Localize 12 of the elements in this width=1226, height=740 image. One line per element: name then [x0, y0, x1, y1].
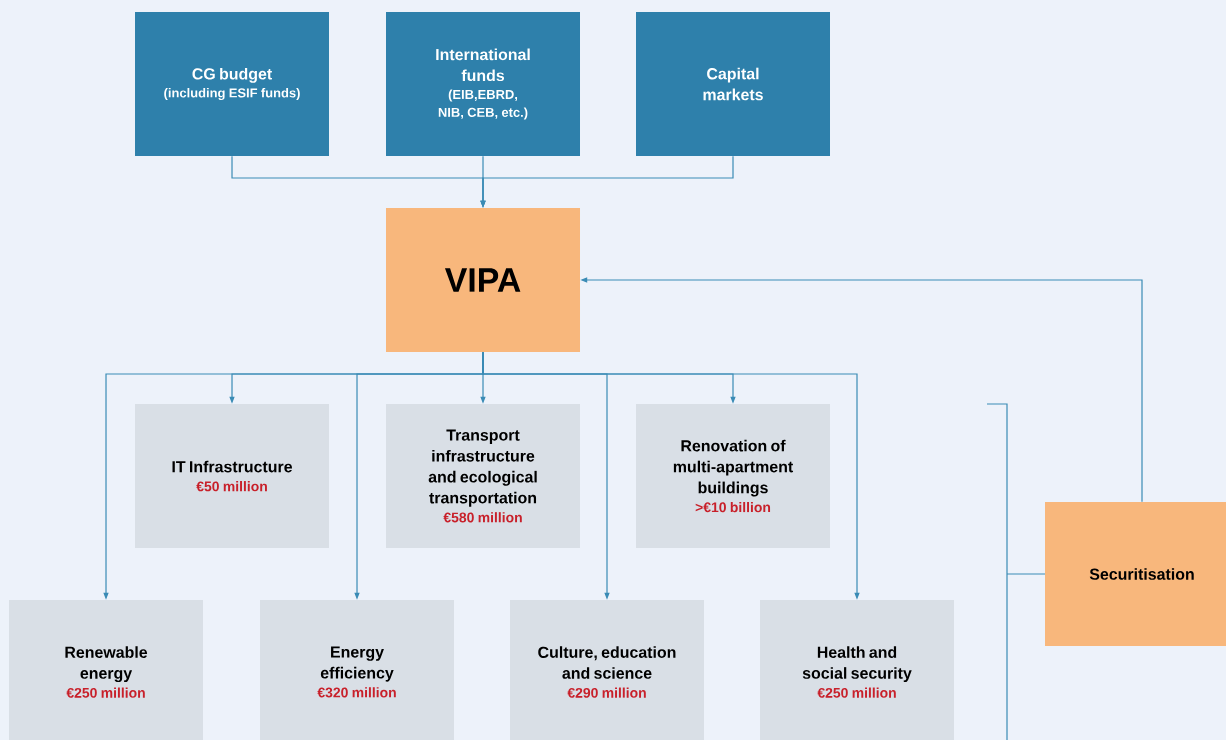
source-box: CG budget (including ESIF funds): [135, 12, 329, 156]
sector-box: Energy efficiency €320 million: [260, 600, 454, 740]
process-box: Securitisation: [1045, 502, 1226, 646]
sector-box: Health and social security €250 million: [760, 600, 954, 740]
source-box: Capital markets: [636, 12, 830, 156]
sector-box: Culture, education and science €290 million: [510, 600, 704, 740]
sector-box: Transport infrastructure and ecological transportation €580 million: [386, 404, 580, 548]
source-box: International funds (EIB,EBRD, NIB, CEB, etc.): [386, 12, 580, 156]
process-box: VIPA: [386, 208, 580, 352]
sector-box: Renovation of multi-apartment buildings >€10 billion: [636, 404, 830, 548]
sector-box: IT Infrastructure €50 million: [135, 404, 329, 548]
sector-box: Renewable energy €250 million: [9, 600, 203, 740]
